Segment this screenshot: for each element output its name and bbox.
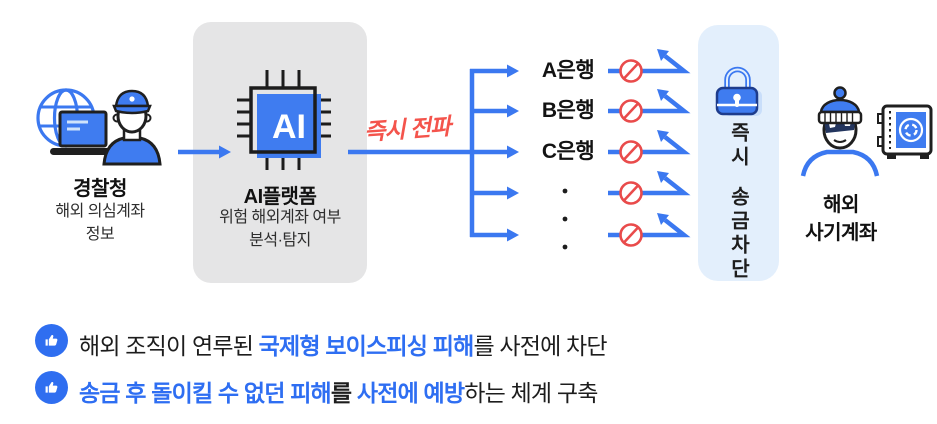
laptop-icon bbox=[50, 110, 114, 155]
transfer-block-word1: 즉시 bbox=[727, 122, 749, 170]
benefit-line-2: 송금 후 돌이킬 수 없던 피해를 사전에 예방하는 체계 구축 bbox=[79, 374, 598, 408]
flow-arrows bbox=[178, 49, 691, 250]
benefit-line-1: 해외 조직이 연루된 국제형 보이스피싱 피해를 사전에 차단 bbox=[79, 327, 608, 361]
police-globe-laptop-icon bbox=[36, 88, 162, 166]
fraud-account-label-line2: 사기계좌 bbox=[805, 222, 877, 244]
thumbs-up-glyph bbox=[45, 335, 58, 346]
bank-b-label: B은행 bbox=[541, 99, 595, 122]
police-label: 경찰청 bbox=[73, 178, 127, 200]
ai-platform-desc-line1: 위험 해외계좌 여부 bbox=[219, 209, 341, 226]
transfer-block-label: 즉시 송금차단 bbox=[698, 122, 779, 282]
thumbs-up-glyph bbox=[45, 382, 58, 393]
benefit1-seg3: 를 사전에 차단 bbox=[473, 333, 607, 359]
fraud-account-label-line1: 해외 bbox=[823, 194, 859, 216]
safe-icon bbox=[877, 104, 933, 159]
bank-c-label: C은행 bbox=[541, 140, 595, 163]
benefit2-seg1-highlight: 송금 후 돌이킬 수 없던 피해 bbox=[79, 380, 332, 406]
transfer-block-word2: 송금차단 bbox=[727, 186, 749, 282]
police-desc-line2: 정보 bbox=[85, 226, 115, 243]
benefit1-seg1: 해외 조직이 연루된 bbox=[79, 333, 259, 359]
police-officer-icon bbox=[102, 89, 162, 166]
no-entry-icon bbox=[619, 59, 643, 247]
thumbs-up-icon bbox=[35, 324, 68, 357]
ai-chip-icon: AI bbox=[237, 70, 331, 170]
benefit2-seg4: 하는 체계 구축 bbox=[464, 380, 598, 406]
bank-a-label: A은행 bbox=[541, 59, 595, 82]
benefit2-seg2: 를 bbox=[330, 380, 357, 406]
lock-icon bbox=[715, 66, 762, 116]
police-desc-line1: 해외 의심계좌 bbox=[55, 203, 145, 220]
ai-platform-desc-line2: 분석·탐지 bbox=[249, 232, 311, 249]
benefit2-seg3-highlight: 사전에 예방 bbox=[356, 380, 465, 406]
ai-chip-text: AI bbox=[272, 108, 306, 146]
ai-platform-label: AI플랫폼 bbox=[243, 186, 317, 208]
thumbs-up-icon bbox=[35, 371, 68, 404]
burglar-icon bbox=[800, 86, 880, 177]
benefit1-seg2-highlight: 국제형 보이스피싱 피해 bbox=[258, 333, 475, 359]
burglar-safe-icon bbox=[800, 86, 933, 177]
more-banks-ellipsis bbox=[562, 188, 568, 250]
blocked-transfer-arrows bbox=[608, 49, 691, 247]
